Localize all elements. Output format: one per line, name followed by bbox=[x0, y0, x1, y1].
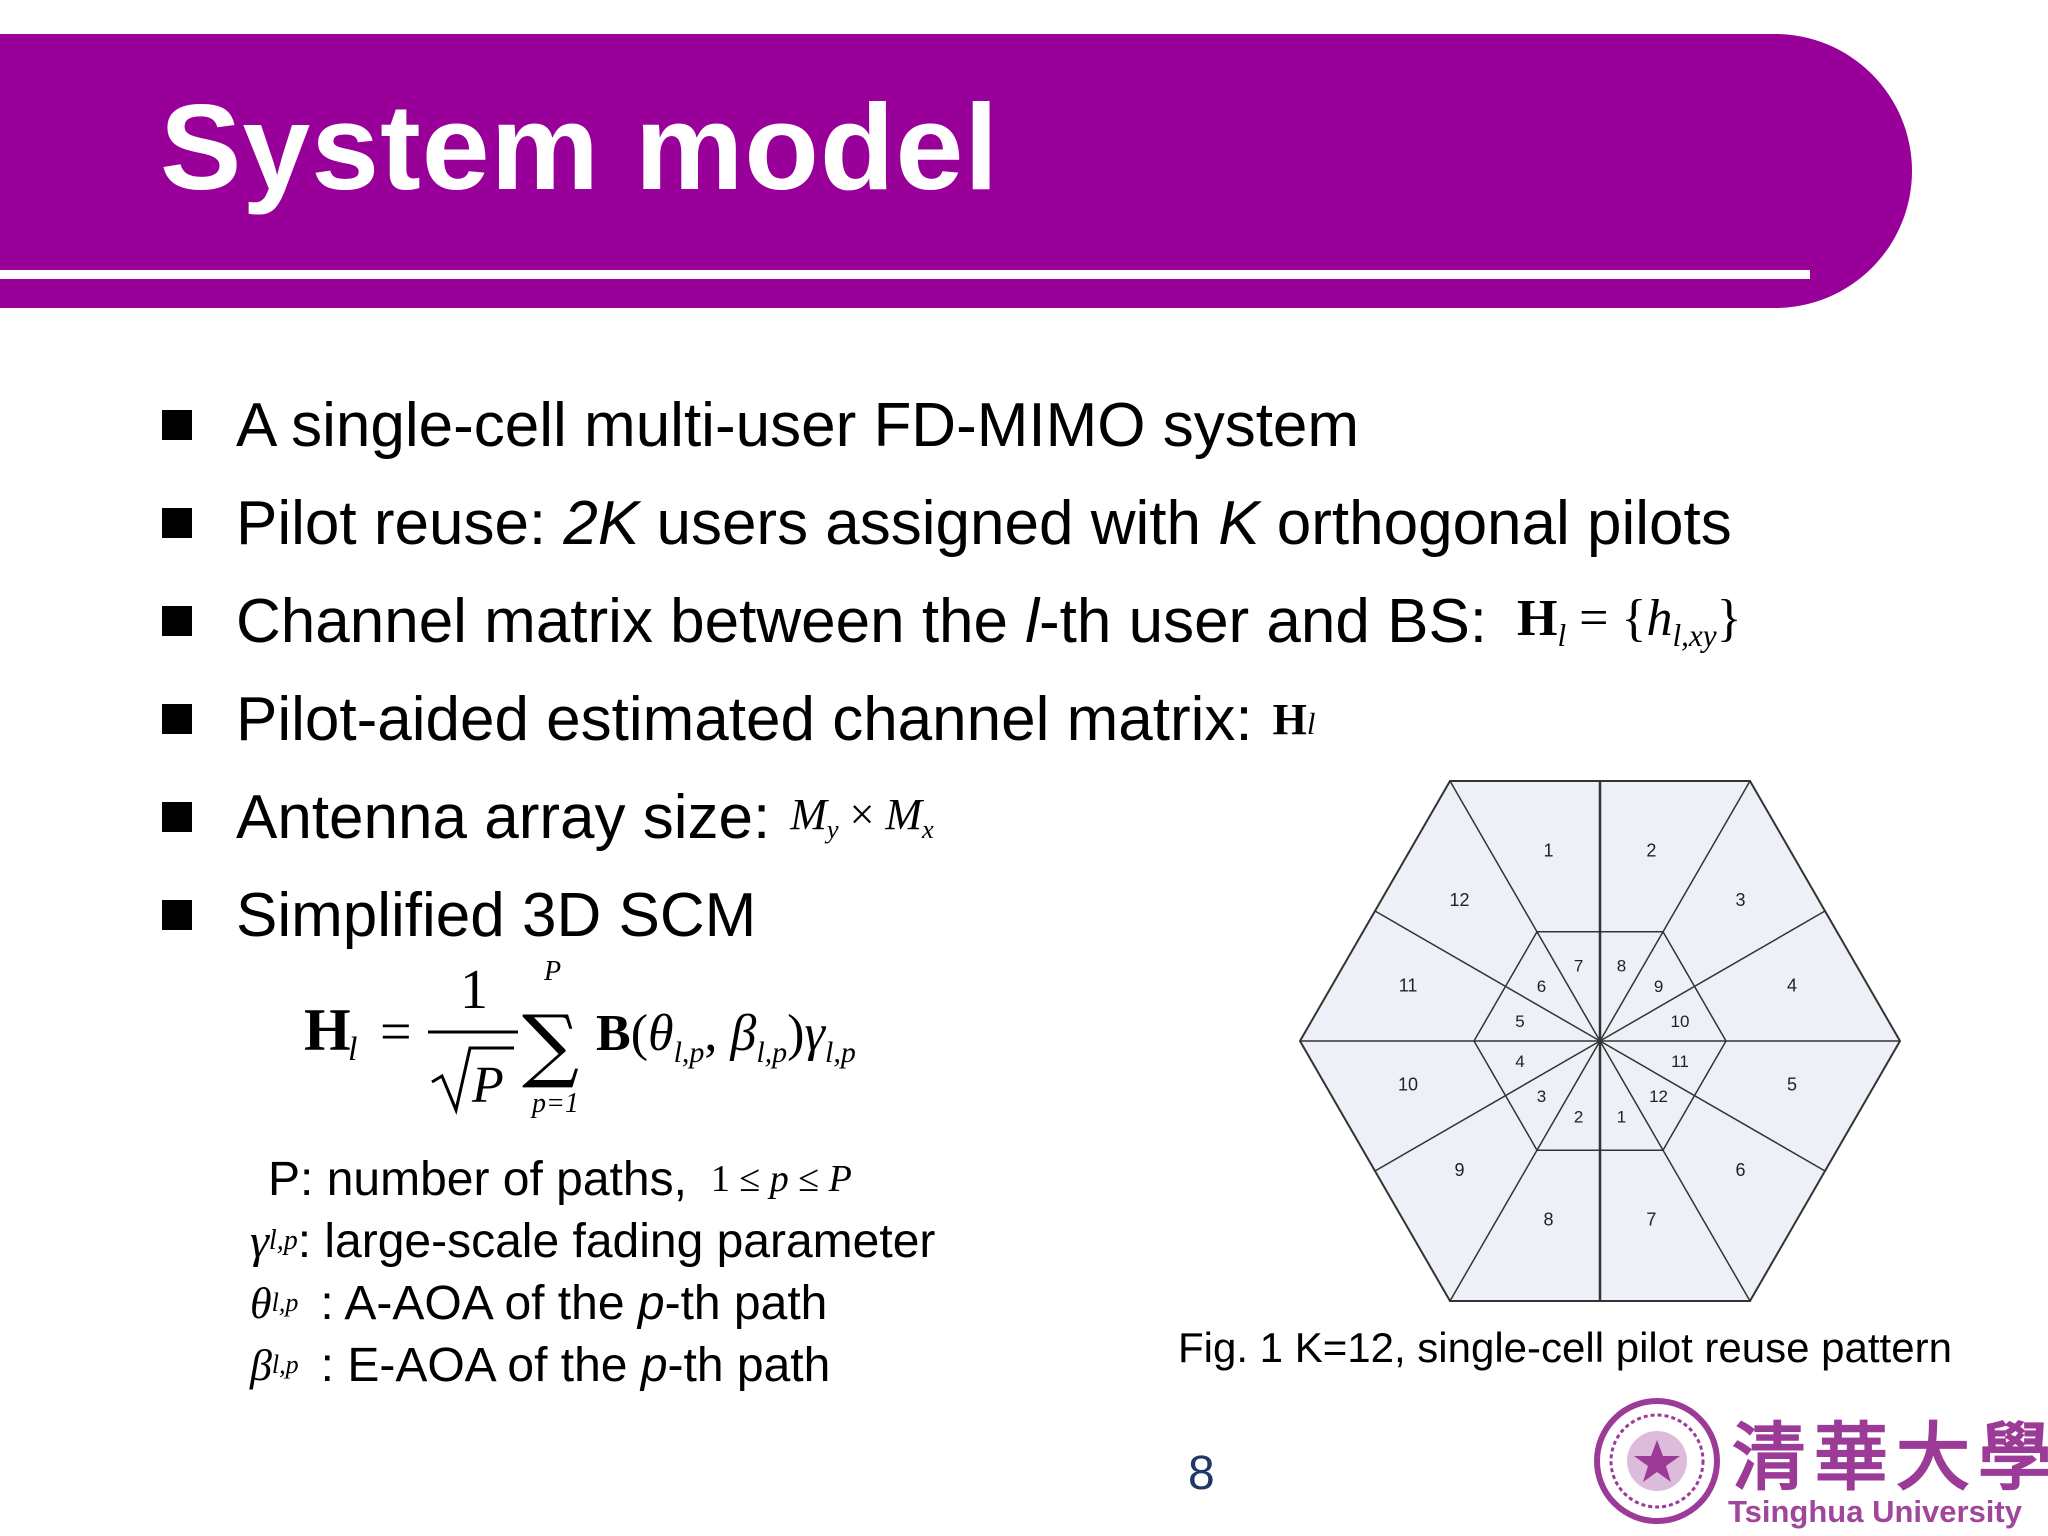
sector-outer-label: 11 bbox=[1399, 976, 1418, 996]
legend-text: P: number of paths, bbox=[268, 1152, 687, 1206]
bullet-text: Channel matrix between the l-th user and… bbox=[236, 586, 1488, 656]
formula-term: B(θl,p, βl,p)γl,p bbox=[596, 1005, 856, 1069]
sector-line bbox=[1599, 1040, 1751, 1302]
sector-inner-label: 9 bbox=[1654, 977, 1663, 996]
sector-line bbox=[1449, 780, 1601, 1042]
sector-inner-label: 6 bbox=[1537, 977, 1546, 996]
tsinghua-seal-logo bbox=[1594, 1398, 1720, 1524]
sector-inner-label: 10 bbox=[1671, 1012, 1690, 1031]
slide-title: System model bbox=[160, 79, 1000, 215]
bullet-text: Simplified 3D SCM bbox=[236, 880, 757, 950]
bullet-item: Simplified 3D SCM bbox=[160, 866, 1920, 964]
sector-line bbox=[1449, 1040, 1601, 1302]
bullet-marker bbox=[162, 508, 192, 538]
sector-outer-label: 6 bbox=[1736, 1160, 1746, 1180]
formula-equals: = bbox=[380, 1001, 412, 1063]
sum-upper: P bbox=[543, 956, 561, 987]
estimated-matrix-expression: Hl bbox=[1272, 694, 1316, 744]
bullet-text: Pilot-aided estimated channel matrix: bbox=[236, 684, 1253, 754]
scm-formula: H l = 1 P P ∑ p=1 B(θl,p, βl,p)γl,p bbox=[304, 956, 856, 1119]
sector-outer-label: 7 bbox=[1646, 1209, 1656, 1229]
legend-symbol: β bbox=[250, 1340, 272, 1390]
sector-inner-label: 11 bbox=[1671, 1052, 1689, 1071]
legend-text: : E-AOA of the p-th path bbox=[320, 1338, 831, 1392]
sector-outer-label: 10 bbox=[1398, 1074, 1418, 1094]
sector-line bbox=[1374, 1040, 1601, 1172]
bullet-item: Pilot-aided estimated channel matrix: Hl bbox=[160, 670, 1920, 768]
bullet-text: Pilot reuse: 2K users assigned with K or… bbox=[236, 488, 1732, 558]
formula-lhs: H bbox=[304, 997, 351, 1063]
sector-outer-label: 8 bbox=[1544, 1209, 1554, 1229]
sector-outer-label: 9 bbox=[1454, 1160, 1464, 1180]
legend-symbol-sub: l,p bbox=[271, 1288, 299, 1317]
sector-line bbox=[1599, 910, 1826, 1042]
sqrt-sign bbox=[431, 1046, 514, 1115]
bullet-item: Antenna array size: My × Mx bbox=[160, 768, 1920, 866]
sector-inner-label: 12 bbox=[1649, 1087, 1668, 1106]
pilot-reuse-hexagon-figure: 1 7 2 8 3 9 4 10 5 11 6 12 7 1 8 2 9 3 10 4 11 5 12 6 bbox=[1298, 780, 1902, 1302]
bullet-marker bbox=[162, 410, 192, 440]
sector-outer-label: 2 bbox=[1646, 841, 1656, 861]
legend-math: 1 ≤ p ≤ P bbox=[710, 1158, 852, 1200]
sector-inner-label: 3 bbox=[1537, 1087, 1546, 1106]
sector-inner-label: 4 bbox=[1515, 1052, 1524, 1071]
bullet-list: A single-cell multi-user FD-MIMO system … bbox=[160, 376, 1920, 964]
legend-text: : A-AOA of the p-th path bbox=[320, 1276, 828, 1330]
sector-outer-label: 1 bbox=[1544, 841, 1554, 861]
bullet-item: Channel matrix between the l-th user and… bbox=[160, 572, 1920, 670]
banner-divider bbox=[0, 270, 1810, 279]
legend-symbol: θ bbox=[250, 1278, 272, 1328]
sector-outer-label: 12 bbox=[1449, 890, 1469, 910]
channel-matrix-expression: Hl = {hl,xy} bbox=[1517, 590, 1742, 653]
sector-outer-label: 3 bbox=[1736, 890, 1746, 910]
bullet-marker bbox=[162, 606, 192, 636]
title-banner bbox=[0, 34, 1912, 308]
sector-inner-label: 7 bbox=[1574, 957, 1583, 976]
sector-inner-label: 1 bbox=[1617, 1107, 1626, 1126]
formula-sqrt-arg: P bbox=[471, 1057, 504, 1114]
bullet-marker bbox=[162, 900, 192, 930]
formula-numerator: 1 bbox=[460, 959, 488, 1021]
page-number: 8 bbox=[1188, 1447, 1215, 1500]
array-size-expression: My × Mx bbox=[790, 789, 934, 845]
legend-symbol-sub: l,p bbox=[271, 1350, 299, 1379]
bullet-item: A single-cell multi-user FD-MIMO system bbox=[160, 376, 1920, 474]
bullet-text: Antenna array size: bbox=[236, 782, 771, 852]
logo-english-text: Tsinghua University bbox=[1728, 1494, 2022, 1529]
sector-inner-label: 2 bbox=[1574, 1107, 1583, 1126]
formula-lhs-sub: l bbox=[348, 1031, 357, 1068]
bullet-item: Pilot reuse: 2K users assigned with K or… bbox=[160, 474, 1920, 572]
sector-line bbox=[1374, 910, 1601, 1042]
sector-outer-label: 5 bbox=[1787, 1074, 1797, 1094]
sector-line bbox=[1599, 1040, 1826, 1172]
legend-symbol-sub: l,p bbox=[268, 1225, 298, 1256]
sector-line bbox=[1599, 780, 1751, 1042]
logo-chinese-text: 清華大學 bbox=[1732, 1415, 2048, 1501]
sector-outer-label: 4 bbox=[1787, 976, 1797, 996]
legend-symbol: γ bbox=[250, 1214, 269, 1268]
figure-caption: Fig. 1 K=12, single-cell pilot reuse pat… bbox=[1178, 1324, 1952, 1371]
bullet-marker bbox=[162, 802, 192, 832]
bullet-text: A single-cell multi-user FD-MIMO system bbox=[236, 390, 1360, 460]
legend-row: P: number of paths, 1 ≤ p ≤ P bbox=[250, 1148, 935, 1210]
legend-text: : large-scale fading parameter bbox=[297, 1214, 936, 1268]
sum-lower: p=1 bbox=[530, 1088, 579, 1119]
sum-sign: ∑ bbox=[522, 998, 579, 1091]
sector-inner-label: 8 bbox=[1617, 957, 1626, 976]
sector-inner-label: 5 bbox=[1515, 1012, 1524, 1031]
bullet-marker bbox=[162, 704, 192, 734]
